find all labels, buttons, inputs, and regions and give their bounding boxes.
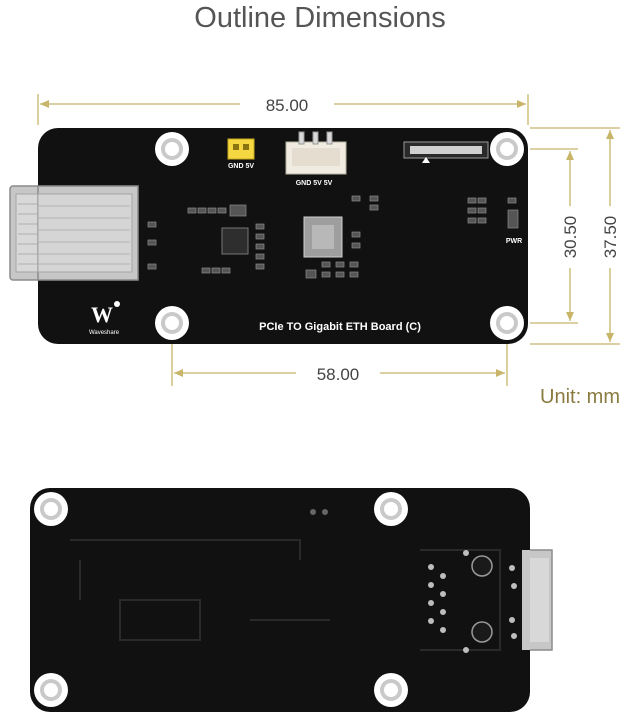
dimension-hole-y-label: 30.50 xyxy=(561,216,580,259)
dimension-lines xyxy=(37,94,620,386)
mounting-hole xyxy=(155,132,189,166)
board-name-label: PCIe TO Gigabit ETH Board (C) xyxy=(259,321,421,333)
mounting-hole xyxy=(374,492,408,526)
mounting-hole xyxy=(490,306,524,340)
header-label: GND 5V xyxy=(228,163,254,170)
waveshare-logo-icon: W Waveshare xyxy=(89,301,120,336)
top-view-board: GND 5V GND 5V 5V PWR xyxy=(9,128,528,344)
pcb-top xyxy=(38,128,528,344)
mounting-hole xyxy=(155,306,189,340)
dimension-hole-x-label: 58.00 xyxy=(317,365,360,384)
svg-text:W: W xyxy=(91,302,113,327)
pwr-label: PWR xyxy=(506,238,522,245)
bottom-view-board xyxy=(30,488,553,712)
mounting-hole xyxy=(34,673,68,707)
mounting-hole xyxy=(374,673,408,707)
pcb-bottom xyxy=(30,488,530,712)
mounting-hole xyxy=(34,492,68,526)
diagram-title: Outline Dimensions xyxy=(194,2,446,34)
connector-label: GND 5V 5V xyxy=(296,180,333,187)
dimension-width-label: 85.00 xyxy=(266,96,309,115)
power-header xyxy=(227,138,255,160)
svg-text:Waveshare: Waveshare xyxy=(89,330,120,336)
unit-label: Unit: mm xyxy=(540,386,620,408)
dimension-height-label: 37.50 xyxy=(601,216,620,259)
mounting-hole xyxy=(490,132,524,166)
